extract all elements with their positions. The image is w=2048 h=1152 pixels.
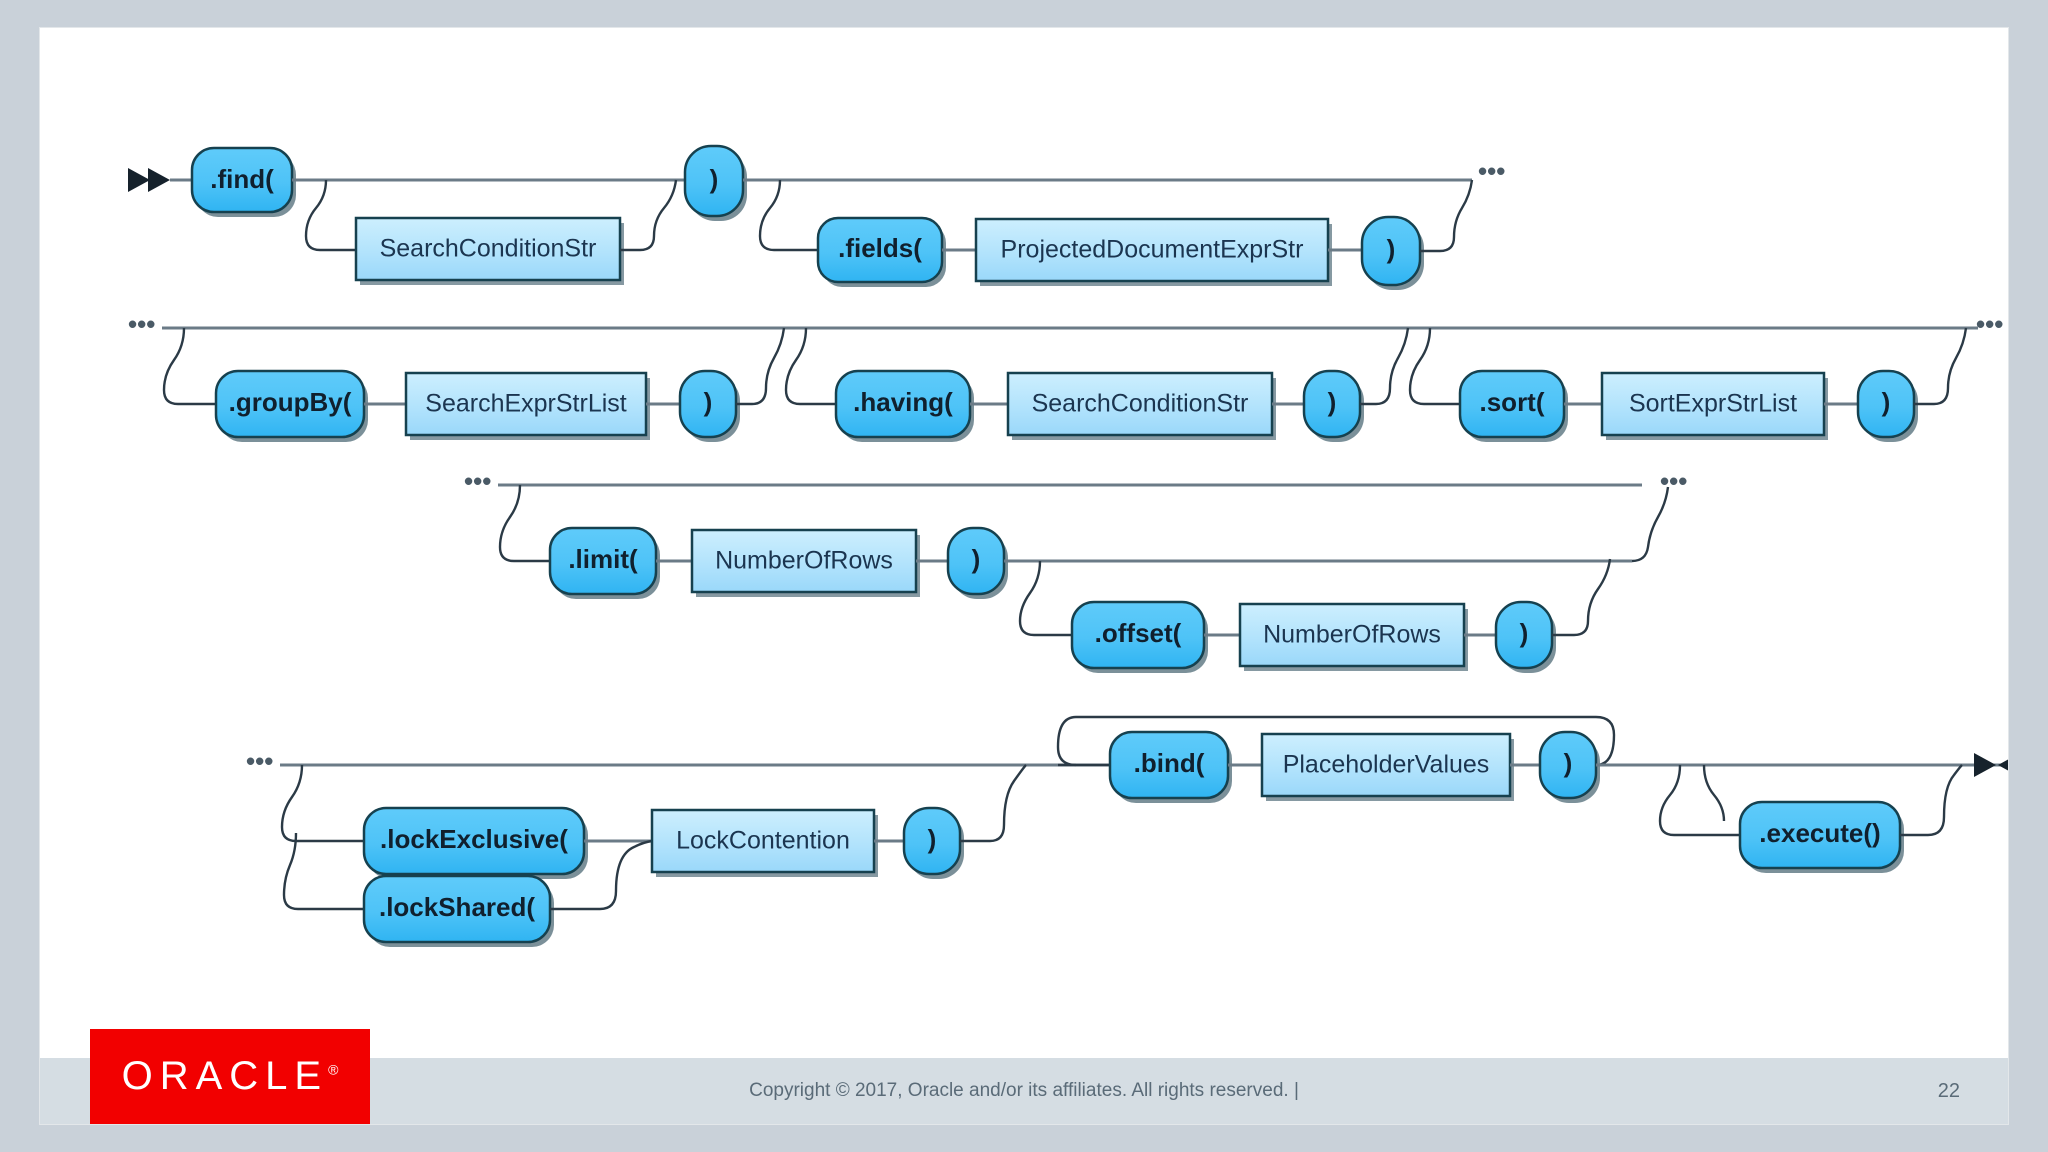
node-search-condition-str-1[interactable]: SearchConditionStr xyxy=(354,216,624,285)
node-close-paren-9-label: ) xyxy=(1564,748,1573,778)
node-offset-label: .offset( xyxy=(1095,618,1182,648)
node-close-paren-2-label: ) xyxy=(1387,234,1396,264)
oracle-wordmark-text: ORACLE xyxy=(121,1054,329,1098)
node-placeholder-values-label: PlaceholderValues xyxy=(1283,751,1490,779)
oracle-wordmark: ORACLE® xyxy=(122,1054,339,1099)
node-lock-shared[interactable]: .lockShared( xyxy=(362,874,554,947)
node-bind[interactable]: .bind( xyxy=(1108,730,1232,803)
node-close-paren-7[interactable]: ) xyxy=(1494,600,1556,673)
node-close-paren-9[interactable]: ) xyxy=(1538,730,1600,803)
row-2-trailing-dots: ••• xyxy=(1976,309,2003,339)
node-number-of-rows-2[interactable]: NumberOfRows xyxy=(1238,602,1468,671)
node-group-by[interactable]: .groupBy( xyxy=(214,369,368,442)
slide-canvas: .find( SearchConditionStr ) xyxy=(40,28,2008,1124)
node-bind-label: .bind( xyxy=(1134,748,1205,778)
node-close-paren-3-label: ) xyxy=(704,387,713,417)
node-lock-exclusive-label: .lockExclusive( xyxy=(380,824,568,854)
node-lock-contention[interactable]: LockContention xyxy=(650,808,878,877)
node-lock-exclusive[interactable]: .lockExclusive( xyxy=(362,806,588,879)
node-having-label: .having( xyxy=(853,387,953,417)
row-4: ••• .lockExclusive( .lockShared( xyxy=(246,715,2008,947)
oracle-logo: ORACLE® xyxy=(90,1029,370,1124)
oracle-registered-mark: ® xyxy=(328,1061,339,1078)
node-number-of-rows-1[interactable]: NumberOfRows xyxy=(690,528,920,597)
node-sort-expr-str-list[interactable]: SortExprStrList xyxy=(1600,371,1828,440)
node-close-paren-5-label: ) xyxy=(1882,387,1891,417)
node-fields-label: .fields( xyxy=(838,233,922,263)
row-1-continuation-dots: ••• xyxy=(1478,156,1505,186)
node-number-of-rows-1-label: NumberOfRows xyxy=(715,547,893,575)
node-offset[interactable]: .offset( xyxy=(1070,600,1208,673)
node-limit-label: .limit( xyxy=(568,544,638,574)
node-close-paren-1[interactable]: ) xyxy=(683,144,747,221)
railroad-diagram: .find( SearchConditionStr ) xyxy=(40,28,2008,1058)
node-lock-contention-label: LockContention xyxy=(676,827,850,855)
node-having[interactable]: .having( xyxy=(834,369,974,442)
node-search-condition-str-1-label: SearchConditionStr xyxy=(380,235,597,263)
row-1: .find( SearchConditionStr ) xyxy=(128,144,1505,290)
page-number: 22 xyxy=(1937,1079,1960,1102)
node-sort-expr-str-list-label: SortExprStrList xyxy=(1629,390,1797,418)
node-placeholder-values[interactable]: PlaceholderValues xyxy=(1260,732,1514,801)
end-arrow-icon xyxy=(1974,753,2008,777)
node-search-expr-str-list[interactable]: SearchExprStrList xyxy=(404,371,650,440)
node-close-paren-8[interactable]: ) xyxy=(902,806,964,879)
row-4-leading-dots: ••• xyxy=(246,746,273,776)
node-group-by-label: .groupBy( xyxy=(229,387,352,417)
node-find[interactable]: .find( xyxy=(190,146,296,217)
node-projected-document-expr-str[interactable]: ProjectedDocumentExprStr xyxy=(974,217,1332,286)
node-sort[interactable]: .sort( xyxy=(1458,369,1568,442)
node-close-paren-7-label: ) xyxy=(1520,618,1529,648)
row-3: ••• .limit( NumberOfRows ) xyxy=(464,466,1687,673)
row-2-leading-dots: ••• xyxy=(128,309,155,339)
node-execute-label: .execute() xyxy=(1759,818,1880,848)
node-close-paren-4-label: ) xyxy=(1328,387,1337,417)
node-close-paren-4[interactable]: ) xyxy=(1302,369,1364,442)
node-execute[interactable]: .execute() xyxy=(1738,800,1904,873)
node-fields[interactable]: .fields( xyxy=(816,216,946,287)
node-search-condition-str-2[interactable]: SearchConditionStr xyxy=(1006,371,1276,440)
node-close-paren-2[interactable]: ) xyxy=(1360,215,1424,290)
node-close-paren-6[interactable]: ) xyxy=(946,526,1008,599)
node-projected-document-expr-str-label: ProjectedDocumentExprStr xyxy=(1001,236,1304,264)
footer-copyright: Copyright © 2017, Oracle and/or its affi… xyxy=(749,1080,1299,1101)
node-sort-label: .sort( xyxy=(1480,387,1545,417)
node-close-paren-8-label: ) xyxy=(928,824,937,854)
node-search-condition-str-2-label: SearchConditionStr xyxy=(1032,390,1249,418)
node-close-paren-1-label: ) xyxy=(710,164,719,194)
row-3-leading-dots: ••• xyxy=(464,466,491,496)
start-arrow-icon xyxy=(128,168,170,192)
node-close-paren-5[interactable]: ) xyxy=(1856,369,1918,442)
node-close-paren-6-label: ) xyxy=(972,544,981,574)
node-close-paren-3[interactable]: ) xyxy=(678,369,740,442)
node-number-of-rows-2-label: NumberOfRows xyxy=(1263,621,1441,649)
node-search-expr-str-list-label: SearchExprStrList xyxy=(425,390,627,418)
row-2: ••• .groupBy( SearchExprStrList ) xyxy=(128,309,2003,442)
row-3-trailing-dots: ••• xyxy=(1660,466,1687,496)
node-limit[interactable]: .limit( xyxy=(548,526,660,599)
node-lock-shared-label: .lockShared( xyxy=(379,892,535,922)
node-find-label: .find( xyxy=(210,164,274,194)
